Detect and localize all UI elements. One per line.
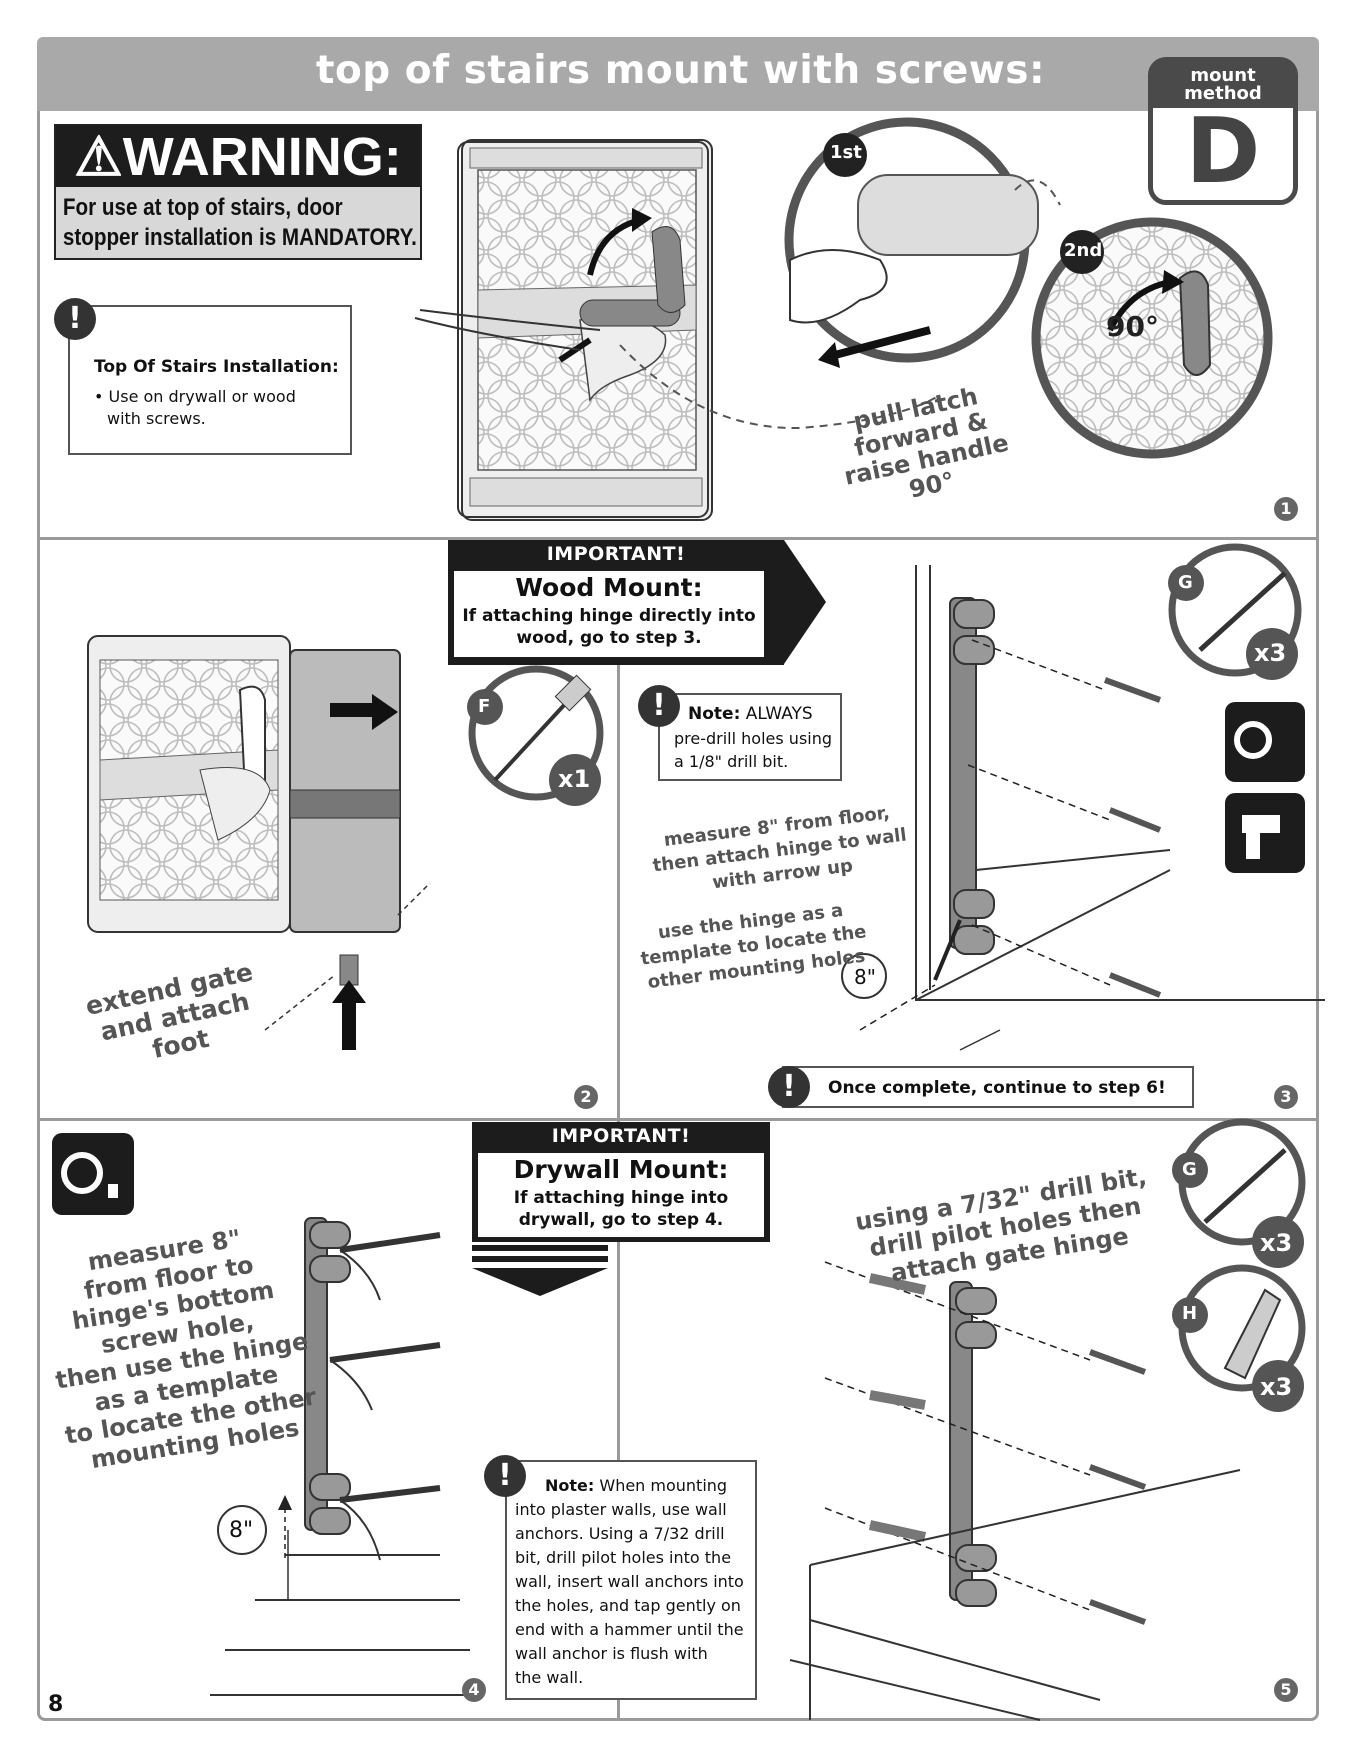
badge-label: mount method	[1153, 62, 1293, 108]
continue-note: Once complete, continue to step 6!	[782, 1066, 1194, 1108]
step-number-1: 1	[1274, 497, 1298, 521]
divider-row1	[37, 537, 1319, 540]
part-f-qty: x1	[558, 765, 591, 793]
predrill-note-always: ALWAYS	[740, 704, 813, 724]
measure-8-label-step4: 8"	[229, 1518, 254, 1543]
warning-heading: ⚠WARNING:	[56, 126, 420, 187]
exclamation-icon: !	[484, 1455, 526, 1497]
measure-8-label: 8"	[854, 965, 876, 989]
predrill-note-line-1: Note: ALWAYS	[688, 704, 813, 724]
predrill-note-line-3: a 1/8" drill bit.	[674, 752, 789, 771]
plaster-note-line-3: anchors. Using a 7/32 drill	[515, 1524, 725, 1543]
predrill-note: Note: ALWAYS pre-drill holes using a 1/8…	[658, 693, 842, 781]
important-drywall-body: Drywall Mount: If attaching hinge into d…	[475, 1150, 767, 1240]
important-drywall-box: IMPORTANT! Drywall Mount: If attaching h…	[472, 1122, 770, 1242]
gate-illustration-step2	[87, 635, 604, 1050]
warning-line-1: For use at top of stairs, door	[62, 194, 343, 221]
header-bar	[37, 37, 1319, 111]
first-label: 1st	[830, 142, 862, 163]
step-number-4: 4	[462, 1678, 486, 1702]
important-drywall-heading: IMPORTANT!	[551, 1125, 691, 1147]
warning-box: ⚠WARNING: For use at top of stairs, door…	[54, 124, 422, 260]
drywall-mount-line-1: If attaching hinge into	[513, 1188, 729, 1208]
warning-line-2: stopper installation is MANDATORY.	[62, 224, 417, 251]
part-g-qty: x3	[1254, 639, 1287, 667]
angle-label: 90°	[1106, 310, 1159, 343]
predrill-note-bold: Note:	[688, 704, 741, 724]
divider-col-row2	[617, 537, 620, 1118]
plaster-note-line-6: the holes, and tap gently on	[515, 1596, 741, 1615]
mount-method-badge: mount method D	[1148, 57, 1298, 205]
part-g-letter: G	[1178, 572, 1193, 593]
step-number-2: 2	[574, 1085, 598, 1109]
page-title: top of stairs mount with screws:	[315, 48, 1046, 93]
important-wood-heading: IMPORTANT!	[546, 543, 686, 565]
divider-row2	[37, 1118, 1319, 1121]
exclamation-icon: !	[768, 1066, 810, 1108]
wood-mount-line-1: If attaching hinge directly into	[462, 606, 756, 626]
plaster-note-line-1: Note: When mounting	[545, 1474, 727, 1498]
plaster-note-bold: Note:	[545, 1476, 595, 1495]
note-title: Top Of Stairs Installation:	[94, 357, 339, 377]
plaster-note-line-4: bit, drill pilot holes into the	[515, 1548, 732, 1567]
part-g-letter-step5: G	[1182, 1159, 1197, 1180]
step-number-5: 5	[1274, 1678, 1298, 1702]
plaster-note-lead: When mounting	[594, 1476, 728, 1495]
badge-letter: D	[1185, 99, 1261, 204]
drywall-mount-title: Drywall Mount:	[513, 1155, 729, 1184]
exclamation-icon: !	[638, 685, 680, 727]
wood-mount-title: Wood Mount:	[515, 573, 703, 602]
predrill-note-line-2: pre-drill holes using	[674, 729, 833, 748]
important-wood-box: IMPORTANT! Wood Mount: If attaching hing…	[448, 540, 784, 665]
part-g-qty-step5: x3	[1260, 1229, 1293, 1257]
important-wood-body: Wood Mount: If attaching hinge directly …	[451, 568, 767, 660]
hinge-illustration-step3	[841, 543, 1325, 1051]
second-label: 2nd	[1064, 240, 1103, 261]
plaster-note-line-2: into plaster walls, use wall	[515, 1500, 727, 1519]
plaster-walls-note: Note: When mounting into plaster walls, …	[505, 1460, 757, 1700]
exclamation-icon: !	[54, 298, 96, 340]
note-line-2: with screws.	[107, 409, 206, 428]
wood-mount-line-2: wood, go to step 3.	[516, 628, 702, 648]
page-number: 8	[48, 1692, 64, 1717]
plaster-note-line-7: end with a hammer until the	[515, 1620, 744, 1639]
step-number-3: 3	[1274, 1085, 1298, 1109]
continue-text: Once complete, continue to step 6!	[828, 1078, 1166, 1098]
plaster-note-line-9: the wall.	[515, 1668, 584, 1687]
divider-col-row3	[617, 1118, 620, 1721]
top-of-stairs-note: Top Of Stairs Installation: • Use on dry…	[68, 305, 352, 455]
plaster-note-line-8: wall anchor is flush with	[515, 1644, 708, 1663]
gate-illustration-step1	[414, 117, 1273, 521]
plaster-note-line-5: wall, insert wall anchors into	[515, 1572, 744, 1591]
note-line-1: • Use on drywall or wood	[94, 387, 296, 406]
warning-text: For use at top of stairs, door stopper i…	[56, 187, 417, 259]
part-h-qty: x3	[1260, 1373, 1293, 1401]
part-h-letter: H	[1182, 1303, 1198, 1324]
part-f-letter: F	[478, 696, 491, 717]
drywall-mount-line-2: drywall, go to step 4.	[518, 1210, 724, 1230]
